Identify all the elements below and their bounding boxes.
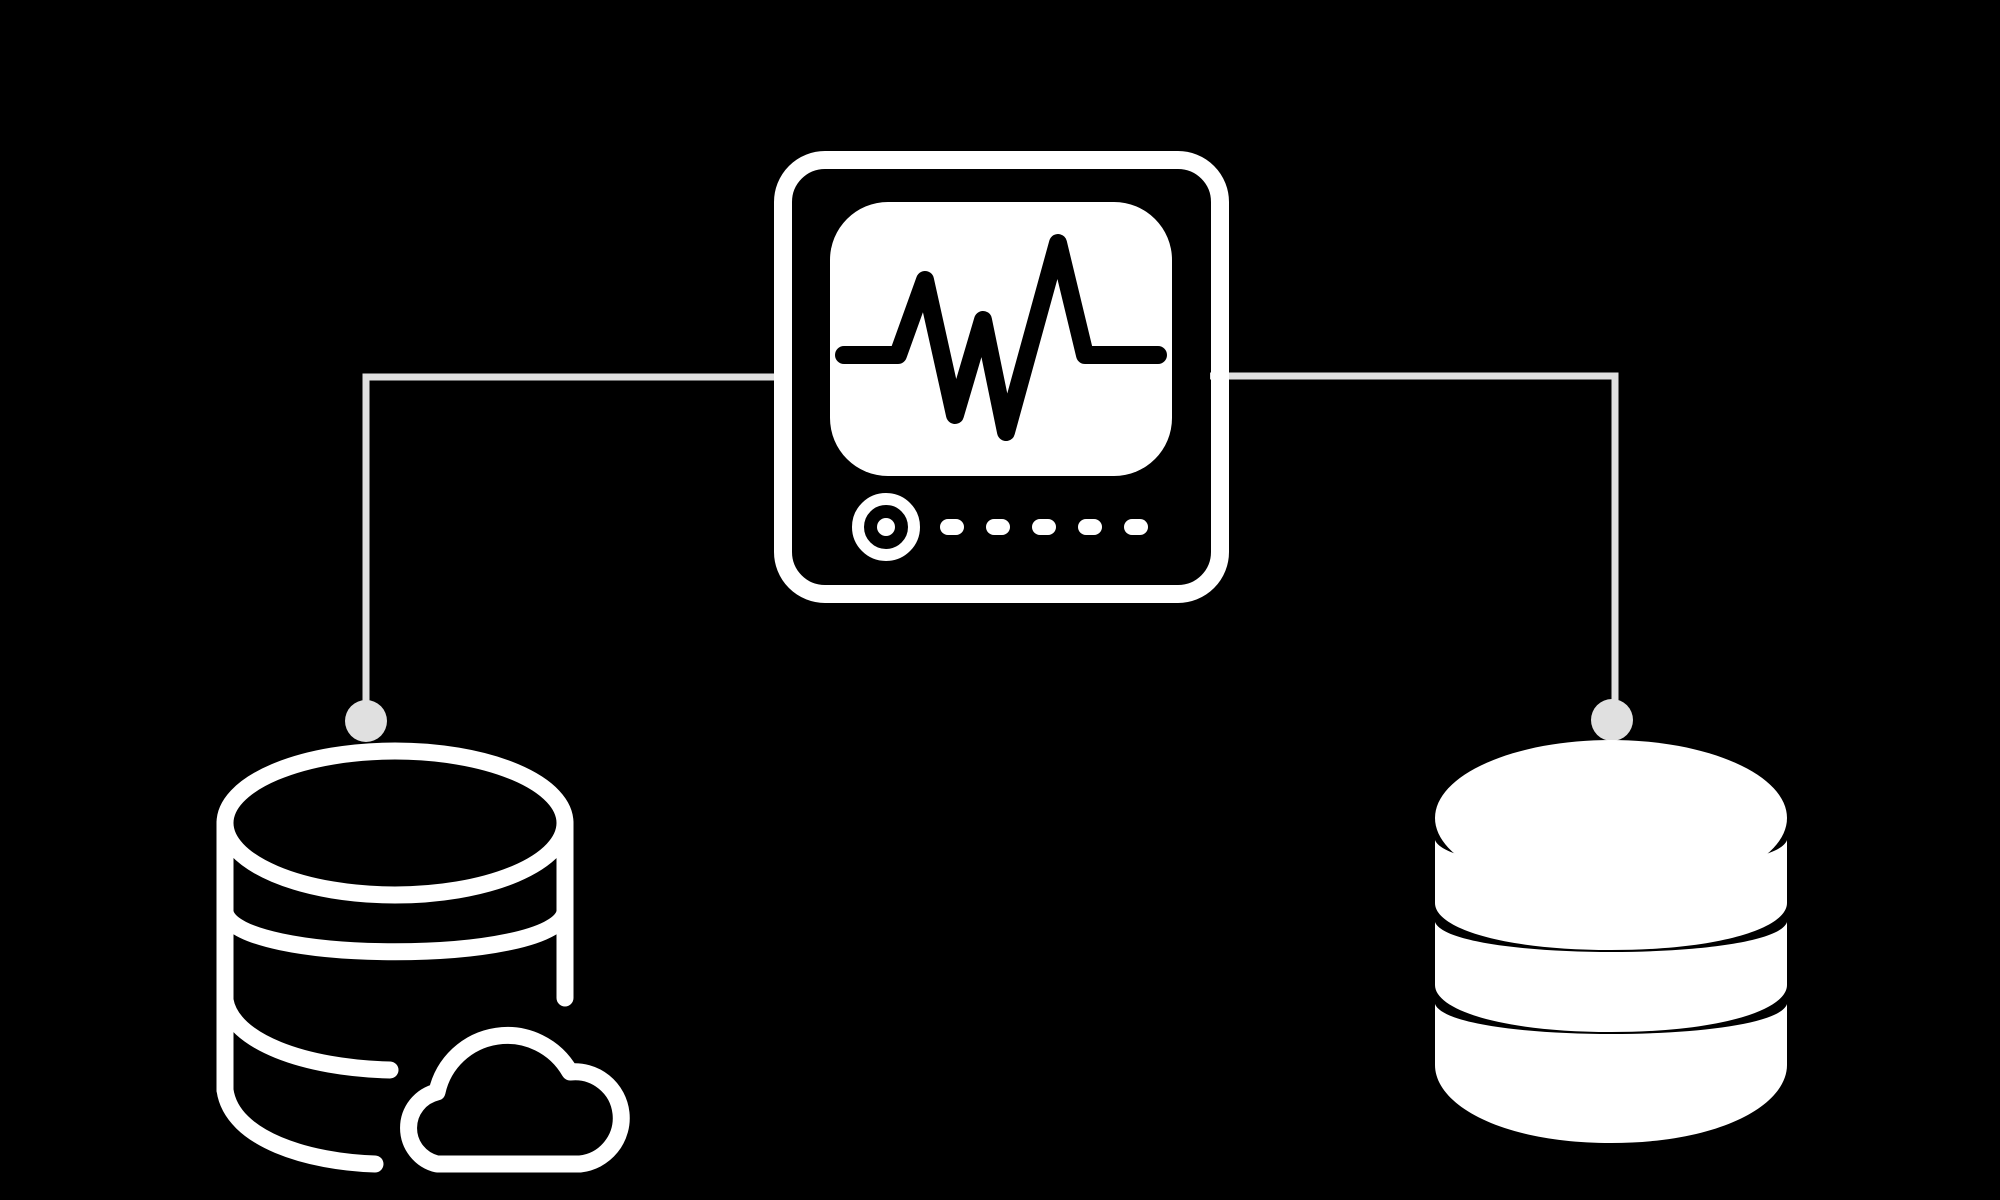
monitor-power-button [852, 493, 920, 561]
database-segment-curve-2 [216, 991, 399, 1079]
monitor-power-button-core [877, 518, 895, 536]
monitor-outer-frame [774, 151, 1229, 603]
database-top-ellipse [1435, 740, 1787, 896]
database-segment-curve-1 [216, 903, 574, 961]
heartbeat-waveform [835, 234, 1167, 441]
database-bottom-curve [216, 1081, 384, 1173]
cloud-icon [400, 1026, 630, 1173]
connector-monitor-to-database [1210, 372, 1633, 741]
database-stack-icon [1435, 740, 1787, 1143]
database-layer-bottom [1435, 1004, 1787, 1143]
connector-monitor-to-cloud-database [345, 373, 775, 742]
database-layer-middle [1435, 922, 1787, 1032]
connector-line-left [362, 373, 775, 716]
cloud-database-icon [216, 742, 630, 1173]
connector-endpoint-right [1591, 699, 1633, 741]
database-top-ellipse [216, 742, 574, 904]
heartbeat-monitor-icon [774, 151, 1229, 603]
connector-line-right [1210, 372, 1619, 716]
connector-endpoint-left [345, 700, 387, 742]
monitor-screen [830, 202, 1172, 476]
